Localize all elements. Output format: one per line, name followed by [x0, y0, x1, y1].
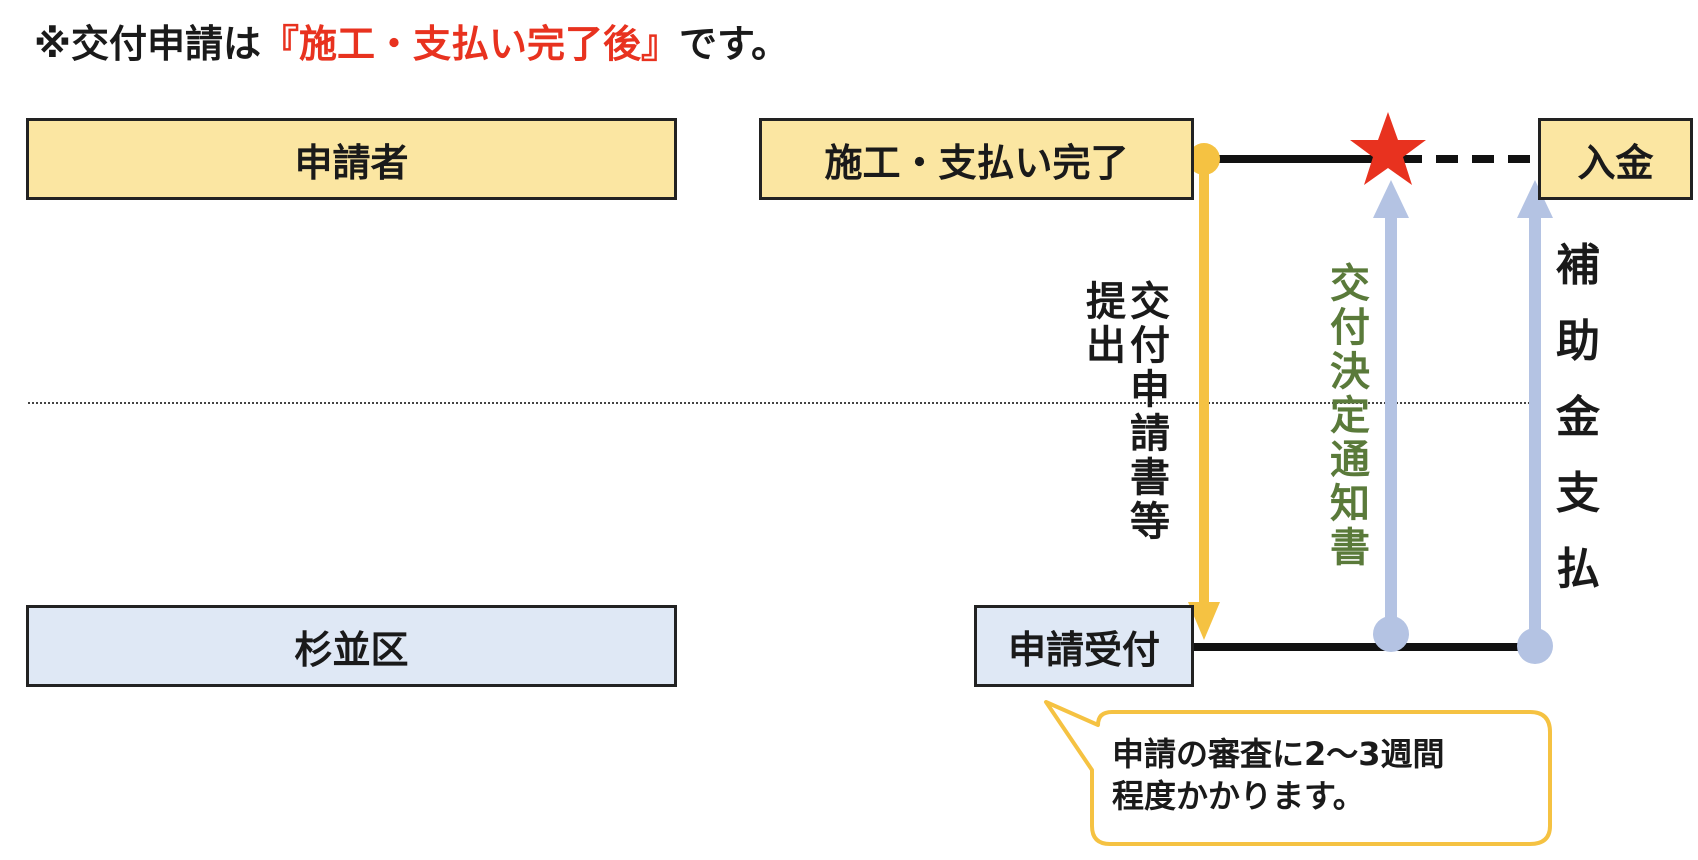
note-bubble	[1044, 700, 1552, 846]
submit-label-col2: 提出	[1084, 282, 1128, 370]
vertical-char: 付	[1130, 323, 1170, 369]
title-suffix: です。	[678, 22, 790, 66]
vertical-char: 提	[1086, 279, 1126, 325]
applicant-lane-label: 申請者	[294, 140, 409, 185]
ward-lane-label: 杉並区	[294, 627, 409, 672]
decision-arrow-head	[1373, 180, 1409, 218]
vertical-char: 払	[1556, 544, 1600, 595]
vertical-char: 申	[1130, 367, 1170, 413]
payment-arrow-origin	[1517, 628, 1553, 664]
vertical-char: 助	[1556, 316, 1600, 367]
vertical-char: 補	[1556, 240, 1600, 291]
vertical-char: 書	[1330, 525, 1370, 571]
deposit-label: 入金	[1577, 140, 1654, 185]
vertical-char: 付	[1330, 305, 1370, 351]
vertical-char: 交	[1130, 279, 1170, 325]
decision-arrow-origin	[1373, 616, 1409, 652]
page-title: ※交付申請は『施工・支払い完了後』です。	[34, 16, 789, 72]
vertical-char: 交	[1330, 261, 1370, 307]
vertical-char: 請	[1130, 411, 1170, 457]
vertical-char: 金	[1556, 392, 1600, 443]
title-prefix: ※交付申請は	[34, 22, 261, 66]
vertical-char: 等	[1130, 499, 1170, 545]
vertical-char: 決	[1330, 349, 1370, 395]
applicant-lane-box: 申請者	[26, 118, 677, 200]
vertical-char: 定	[1330, 393, 1370, 439]
vertical-char: 通	[1330, 437, 1370, 483]
vertical-char: 支	[1556, 468, 1600, 519]
ward-lane-box: 杉並区	[26, 605, 677, 687]
submit-arrow-origin	[1188, 143, 1220, 175]
reception-label: 申請受付	[1007, 627, 1160, 672]
title-highlight: 『施工・支払い完了後』	[260, 22, 679, 66]
note-text: 申請の審査に2～3週間 程度かかります。	[1112, 733, 1552, 817]
reception-box: 申請受付	[974, 605, 1194, 687]
completion-label: 施工・支払い完了	[824, 140, 1129, 185]
completion-box: 施工・支払い完了	[759, 118, 1194, 200]
submit-label-col1: 交付申請書等	[1128, 282, 1172, 546]
star-icon	[1350, 112, 1426, 185]
note-line2: 程度かかります。	[1112, 777, 1365, 815]
decision-label: 交付決定通知書	[1328, 264, 1372, 572]
vertical-char: 書	[1130, 455, 1170, 501]
vertical-char: 知	[1330, 481, 1370, 527]
payment-label: 補助金支払	[1554, 244, 1602, 624]
note-line1: 申請の審査に2～3週間	[1112, 735, 1445, 773]
payment-arrow-head	[1517, 180, 1553, 218]
deposit-box: 入金	[1538, 118, 1693, 200]
vertical-char: 出	[1086, 323, 1126, 369]
submit-arrow-head	[1188, 602, 1220, 640]
